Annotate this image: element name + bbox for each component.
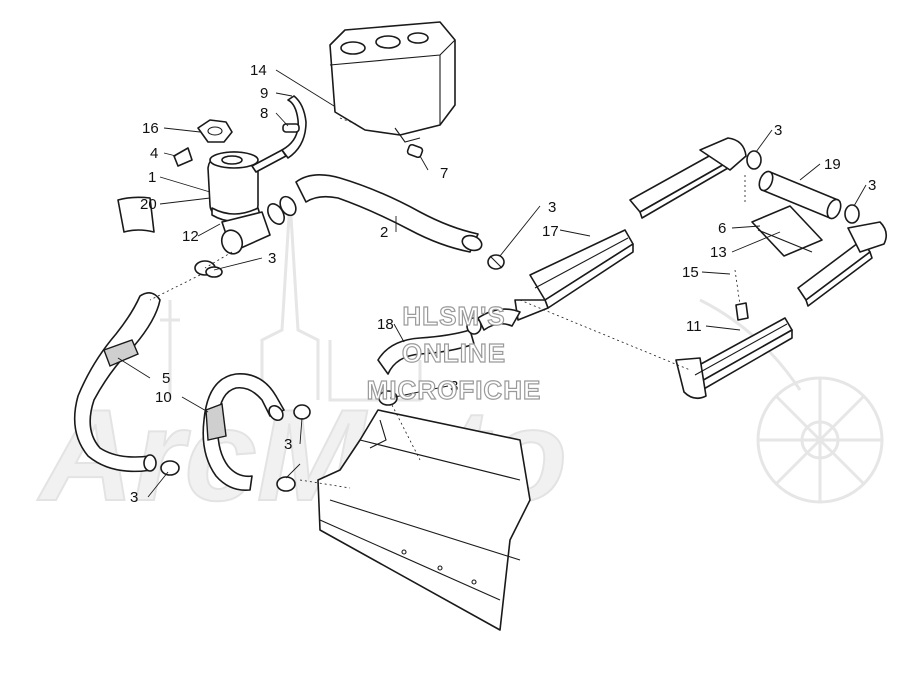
- hose-part-10: [202, 373, 285, 492]
- callout-7: 7: [440, 165, 448, 182]
- callout-11: 11: [686, 318, 702, 335]
- bracket-part-6: [751, 205, 823, 257]
- callout-15: 15: [682, 264, 699, 281]
- callout-9: 9: [260, 85, 268, 102]
- callout-3-a: 3: [548, 199, 556, 216]
- callout-1: 1: [148, 169, 156, 186]
- callout-6: 6: [718, 220, 726, 237]
- callout-19: 19: [824, 156, 841, 173]
- overflow-hose-part-9: [281, 95, 307, 159]
- heat-exchanger-right-mid: [797, 221, 888, 307]
- callout-17: 17: [542, 223, 559, 240]
- callout-12: 12: [182, 228, 199, 245]
- clamps-hose-18: [378, 317, 482, 406]
- callout-3-c: 3: [450, 378, 458, 395]
- callout-2: 2: [380, 224, 388, 241]
- callout-3-f: 3: [774, 122, 782, 139]
- coolant-tank-assembly: [117, 119, 287, 255]
- leader-lines: [117, 69, 867, 498]
- watermark-spire-icon: [260, 199, 320, 400]
- tunnel-frame: [317, 409, 531, 631]
- clamps-right: [746, 150, 860, 224]
- heat-exchanger-part-11: [675, 317, 793, 400]
- hose-part-18: [377, 308, 521, 375]
- heat-exchanger-upper-right: [629, 137, 747, 219]
- clamp-near-tank: [267, 195, 297, 225]
- callout-3-d: 3: [284, 436, 292, 453]
- callout-18: 18: [377, 316, 394, 333]
- fitting-part-7: [406, 143, 424, 159]
- callout-8: 8: [260, 105, 268, 122]
- callout-16: 16: [142, 120, 159, 137]
- callout-14: 14: [250, 62, 267, 79]
- watermark-line-2: ONLINE: [402, 338, 506, 368]
- hose-part-5: [73, 292, 161, 473]
- callout-4: 4: [150, 145, 158, 162]
- clamp-hose-2-end: [487, 254, 505, 270]
- watermark-line-3: MICROFICHE: [367, 375, 542, 405]
- heat-exchanger-part-17: [514, 229, 634, 321]
- assembly-lines: [149, 117, 746, 489]
- fuel-tank: [329, 21, 456, 143]
- callout-10: 10: [155, 389, 172, 406]
- clamp-hose-5: [160, 460, 180, 476]
- tube-part-19: [758, 170, 842, 220]
- callout-labels: 14 9 8 16 4 1 20 12 7 2 3 17 18 5 10 3 3…: [130, 62, 876, 506]
- callout-3-e: 3: [130, 489, 138, 506]
- callout-13: 13: [710, 244, 727, 261]
- bolt-part-15: [734, 269, 749, 321]
- callout-5: 5: [162, 370, 170, 387]
- callout-3-b: 3: [268, 250, 276, 267]
- hose-part-2: [295, 174, 483, 253]
- watermark-foreground: HLSM'S ONLINE MICROFICHE: [366, 300, 542, 405]
- callout-20: 20: [140, 196, 157, 213]
- callout-3-g: 3: [868, 177, 876, 194]
- watermark-line-1: HLSM'S: [402, 301, 505, 331]
